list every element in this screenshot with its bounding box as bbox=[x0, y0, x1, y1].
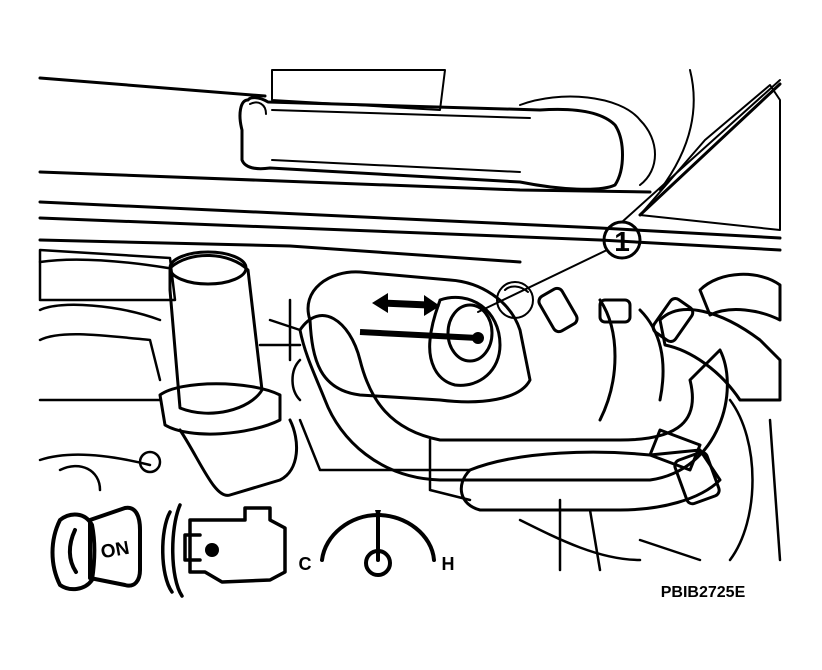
engine-running-icon bbox=[161, 503, 287, 598]
key-on-label: ON bbox=[99, 538, 131, 564]
right-hose bbox=[537, 272, 782, 402]
intake-hose bbox=[158, 250, 299, 497]
double-arrow-icon bbox=[372, 293, 440, 316]
callout-number: 1 bbox=[614, 226, 630, 257]
lower-pipe bbox=[459, 398, 782, 562]
temperature-gauge-icon: C H bbox=[299, 510, 455, 577]
corrugated-pipe-left bbox=[38, 248, 177, 302]
engine-block-lines bbox=[38, 298, 702, 572]
figure-code: PBIB2725E bbox=[661, 584, 746, 601]
gauge-hot-label: H bbox=[442, 554, 455, 574]
upper-grille-right bbox=[639, 84, 781, 231]
cross-member bbox=[38, 69, 782, 264]
ignition-key-icon: ON bbox=[50, 505, 142, 592]
sensor-rod bbox=[359, 329, 484, 344]
gauge-cold-label: C bbox=[299, 554, 312, 574]
callout-leader bbox=[477, 79, 781, 313]
callout-marker: 1 bbox=[602, 220, 642, 260]
coolant-hose bbox=[298, 298, 729, 482]
air-duct bbox=[238, 95, 656, 191]
upper-grille-left bbox=[271, 69, 446, 111]
water-outlet-housing bbox=[306, 270, 534, 404]
